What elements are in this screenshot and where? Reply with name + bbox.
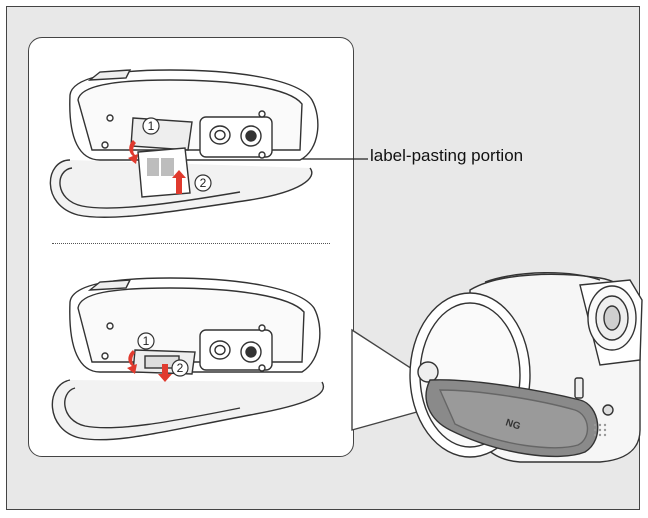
step-2-label-bottom: 2 xyxy=(177,361,184,375)
camcorder-underside-top xyxy=(49,69,319,219)
step-markers-bottom: 1 2 xyxy=(137,332,189,377)
step-1-marker-bottom xyxy=(137,332,155,350)
step-markers-top: 1 2 xyxy=(142,117,212,192)
remove-arrow-bottom xyxy=(127,350,172,382)
memory-card-illustration xyxy=(137,147,191,198)
step-1-label: 1 xyxy=(148,119,155,133)
svg-text:NG: NG xyxy=(504,417,522,432)
step-2-label: 2 xyxy=(200,176,207,190)
label-pasting-callout: label-pasting portion xyxy=(370,146,524,165)
insert-arrow-top xyxy=(128,140,186,194)
step-1-label-bottom: 1 xyxy=(143,334,150,348)
step-2-marker-bottom xyxy=(171,359,189,377)
dotted-divider xyxy=(52,243,330,244)
camcorder-underside-bottom xyxy=(51,277,325,441)
step-2-marker xyxy=(194,174,212,192)
camcorder-illustration: NG xyxy=(409,272,643,463)
step-1-marker xyxy=(142,117,160,135)
